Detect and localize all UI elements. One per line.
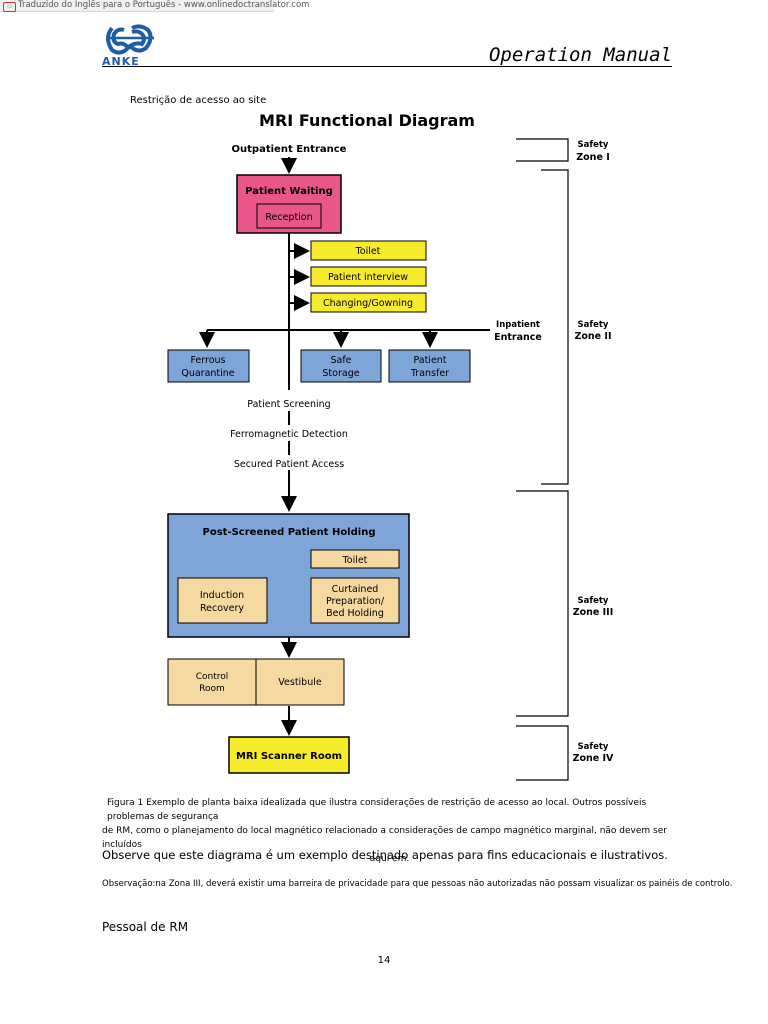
patient-interview-box [310, 266, 427, 287]
zone3-label: Safety [578, 596, 609, 606]
outpatient-entrance-label: Outpatient Entrance [232, 144, 347, 155]
svg-text:Changing/Gowning: Changing/Gowning [323, 298, 413, 309]
safe-storage-box [300, 349, 382, 383]
figure-caption: Figura 1 Exemplo de planta baixa idealiz… [102, 798, 667, 864]
toilet-box [310, 240, 427, 261]
svg-text:Patient: Patient [413, 355, 446, 366]
svg-text:Induction: Induction [200, 590, 244, 601]
svg-text:Curtained: Curtained [332, 584, 379, 595]
secured-access-label: Secured Patient Access [234, 459, 344, 470]
ferrous-quarantine-box [167, 349, 250, 383]
zone4-label: Safety [578, 742, 609, 752]
holding-toilet-box [310, 549, 400, 569]
svg-text:Zone III: Zone III [573, 607, 614, 618]
zone1-bracket [516, 138, 569, 162]
patient-transfer-box [388, 349, 471, 383]
ferromagnetic-detection-label: Ferromagnetic Detection [230, 429, 348, 440]
induction-recovery-box [177, 577, 268, 624]
svg-text:Bed Holding: Bed Holding [326, 608, 384, 619]
svg-text:Storage: Storage [322, 368, 359, 379]
zone1-label: Safety [578, 140, 609, 150]
inpatient-label: Inpatient [496, 320, 540, 330]
svg-text:Toilet: Toilet [355, 246, 381, 257]
logo-text: ANKE [102, 55, 140, 68]
svg-text:Patient interview: Patient interview [328, 272, 408, 283]
svg-text:Room: Room [199, 684, 225, 694]
section-subtitle: Restrição de acesso ao site [130, 95, 267, 106]
svg-text:MRI Scanner Room: MRI Scanner Room [236, 751, 342, 762]
changing-gowning-box [310, 292, 427, 313]
section-heading: Pessoal de RM [102, 920, 189, 934]
diagram-title: MRI Functional Diagram [259, 111, 475, 130]
vestibule-box [255, 658, 345, 706]
translator-logo-icon: ▭ [3, 2, 16, 12]
svg-text:Safe: Safe [330, 355, 351, 366]
svg-text:Zone II: Zone II [575, 331, 612, 342]
reception-box [256, 203, 322, 229]
zone2-bracket [541, 169, 569, 485]
svg-text:Recovery: Recovery [200, 603, 244, 614]
translation-banner[interactable]: ▭Traduzido do Inglês para o Português - … [0, 0, 309, 12]
manual-title: Operation Manual [488, 44, 672, 66]
svg-text:Ferrous: Ferrous [190, 355, 225, 366]
header-rule [102, 66, 672, 67]
svg-text:Patient Waiting: Patient Waiting [245, 186, 333, 197]
svg-text:Reception: Reception [265, 212, 312, 223]
svg-text:Control: Control [196, 672, 229, 682]
zone3-bracket [516, 490, 569, 717]
svg-text:Zone I: Zone I [576, 152, 609, 163]
svg-text:Vestibule: Vestibule [278, 677, 322, 688]
mri-functional-diagram: MRI Functional Diagram Outpatient Entran… [167, 111, 614, 781]
curtained-prep-box [310, 577, 400, 624]
svg-text:Toilet: Toilet [342, 555, 368, 566]
anke-logo-icon [106, 24, 154, 55]
svg-text:Preparation/: Preparation/ [326, 596, 385, 607]
zone4-bracket [516, 725, 569, 781]
svg-text:Transfer: Transfer [410, 368, 449, 379]
svg-text:Quarantine: Quarantine [181, 368, 234, 379]
control-room-box [167, 658, 257, 706]
educational-note: Observe que este diagrama é um exemplo d… [102, 848, 668, 862]
zone2-label: Safety [578, 320, 609, 330]
page-number: 14 [377, 955, 391, 966]
mri-scanner-room-box [228, 736, 350, 774]
banner-text: Traduzido do Inglês para o Português - w… [18, 0, 310, 10]
svg-text:Post-Screened Patient Holding: Post-Screened Patient Holding [203, 527, 376, 538]
zone3-privacy-note: Observação:na Zona III, deverá existir u… [102, 879, 733, 889]
svg-text:Entrance: Entrance [494, 332, 542, 343]
svg-text:Zone IV: Zone IV [573, 753, 614, 764]
patient-screening-label: Patient Screening [247, 399, 330, 410]
